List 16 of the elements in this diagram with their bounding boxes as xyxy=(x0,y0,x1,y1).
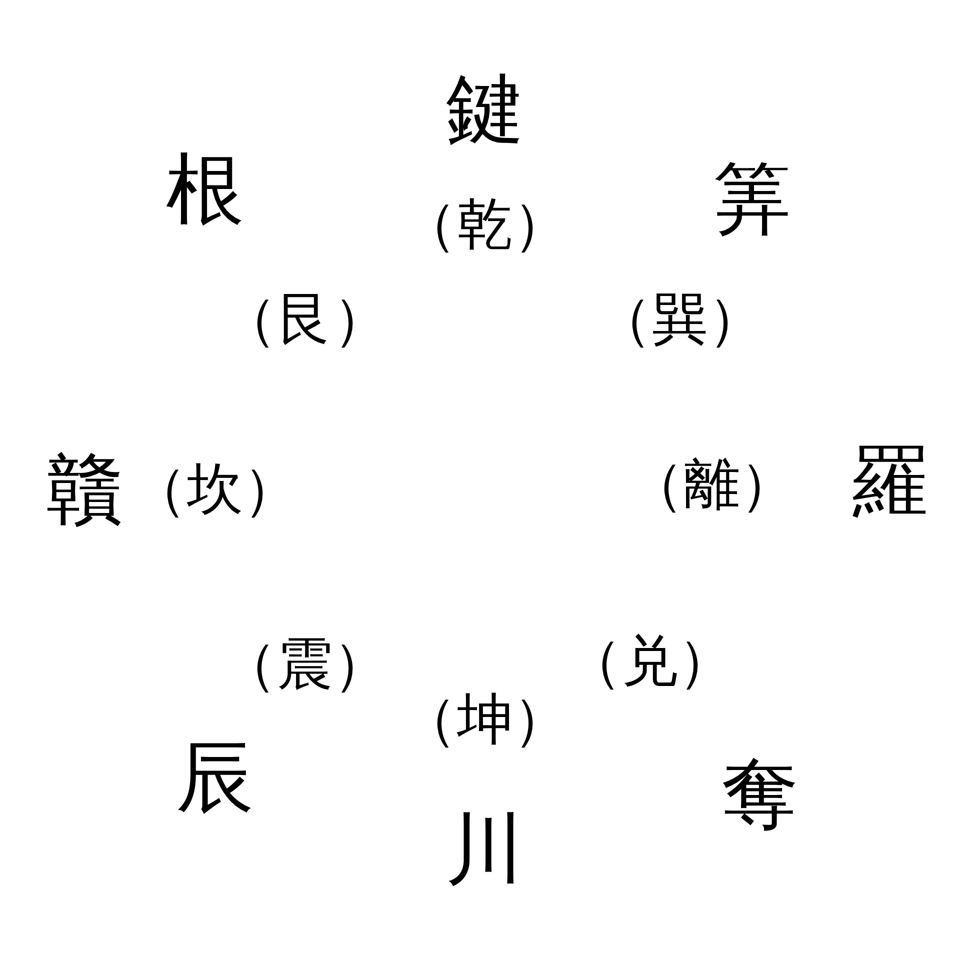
bracketed-label: （艮） xyxy=(221,292,389,348)
bracketed-label: （坤） xyxy=(401,692,569,748)
character-label: 鍵 xyxy=(446,71,524,149)
bracketed-label: （巽） xyxy=(596,292,764,348)
character-label: 贛 xyxy=(46,451,124,529)
bracketed-label: （乾） xyxy=(401,197,569,253)
bracketed-label: （兑） xyxy=(566,634,734,690)
character-label: 筭 xyxy=(713,161,791,239)
character-label: 奪 xyxy=(721,756,799,834)
bracketed-label: （坎） xyxy=(131,462,299,518)
character-label: 根 xyxy=(166,151,244,229)
character-label: 辰 xyxy=(176,739,254,817)
bracketed-label: （震） xyxy=(221,637,389,693)
character-label: 川 xyxy=(446,811,524,889)
bracketed-label: （離） xyxy=(628,457,796,513)
character-label: 羅 xyxy=(851,443,929,521)
